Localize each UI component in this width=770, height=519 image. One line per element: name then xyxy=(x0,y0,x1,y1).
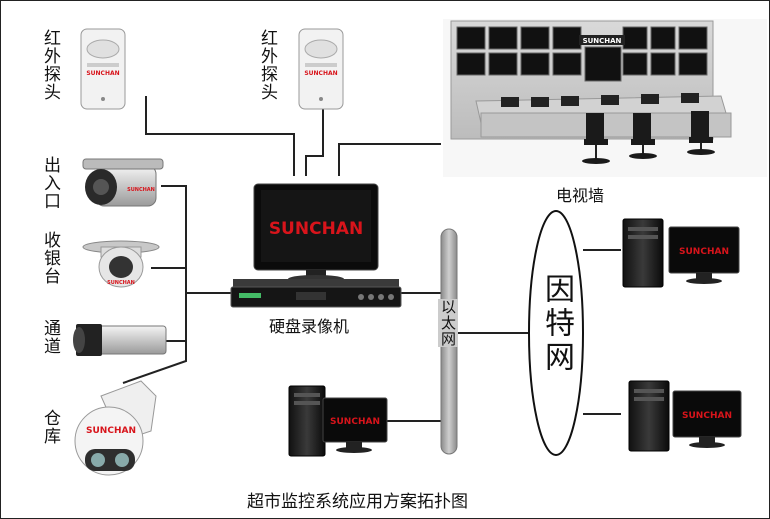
label-dvr: 硬盘录像机 xyxy=(269,317,350,336)
pc-ethernet: SUNCHAN xyxy=(288,385,388,457)
label-video-wall: 电视墙 xyxy=(556,186,605,205)
video-wall: SUNCHAN xyxy=(443,19,767,177)
infrared-sensor-right: SUNCHAN xyxy=(298,28,344,110)
label-ethernet: 以太网 xyxy=(438,299,458,347)
svg-text:SUNCHAN: SUNCHAN xyxy=(107,280,135,286)
pc-internet-top: SUNCHAN xyxy=(622,218,740,288)
svg-text:SUNCHAN: SUNCHAN xyxy=(127,187,155,193)
label-internet: 因特网 xyxy=(539,273,574,375)
label-sensor-left: 红外探头 xyxy=(40,29,60,101)
label-cam-aisle: 通道 xyxy=(40,319,60,355)
diagram-title: 超市监控系统应用方案拓扑图 xyxy=(247,492,468,512)
label-sensor-right: 红外探头 xyxy=(257,29,277,101)
dome-camera: SUNCHAN xyxy=(82,240,160,288)
dvr-monitor: SUNCHAN xyxy=(253,183,379,283)
svg-text:SUNCHAN: SUNCHAN xyxy=(682,411,732,421)
svg-text:SUNCHAN: SUNCHAN xyxy=(269,219,363,239)
box-camera xyxy=(73,324,167,356)
dvr-box xyxy=(230,279,402,308)
svg-text:SUNCHAN: SUNCHAN xyxy=(304,70,337,77)
label-cam-checkout: 收银台 xyxy=(40,231,60,285)
speed-dome-camera: SUNCHAN xyxy=(74,380,157,476)
svg-text:SUNCHAN: SUNCHAN xyxy=(86,426,136,436)
svg-text:SUNCHAN: SUNCHAN xyxy=(330,417,380,427)
internet-cloud xyxy=(528,210,584,456)
svg-text:SUNCHAN: SUNCHAN xyxy=(583,37,622,45)
label-cam-warehouse: 仓库 xyxy=(40,409,60,445)
connection-lines xyxy=(122,96,621,422)
svg-text:SUNCHAN: SUNCHAN xyxy=(679,247,729,257)
infrared-sensor-left: SUNCHAN xyxy=(80,28,126,110)
label-cam-exit: 出入口 xyxy=(40,156,60,210)
bullet-camera: SUNCHAN xyxy=(82,158,164,207)
pc-internet-bottom: SUNCHAN xyxy=(628,380,742,452)
svg-text:SUNCHAN: SUNCHAN xyxy=(86,70,119,77)
